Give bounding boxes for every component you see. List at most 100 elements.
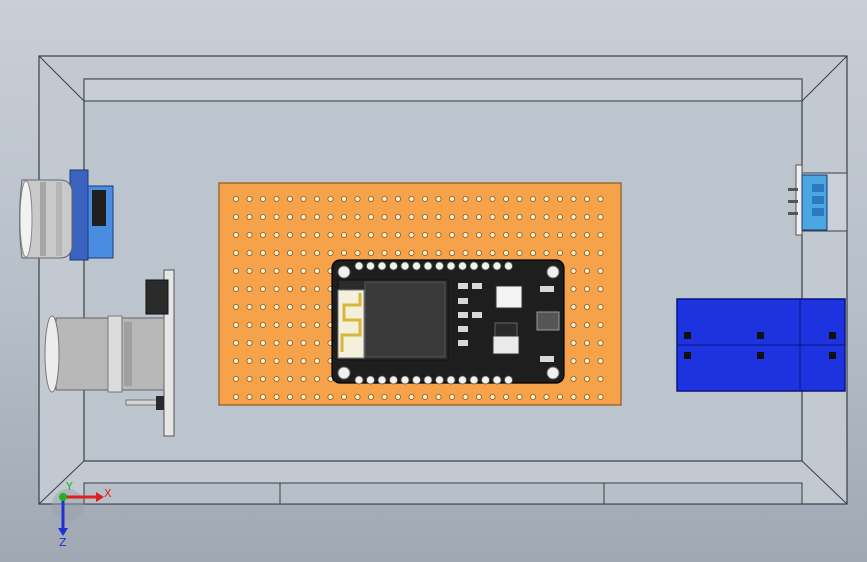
perfboard-hole [597, 231, 604, 238]
perfboard-hole [570, 339, 577, 346]
pcb-antenna-trace [340, 293, 362, 352]
perfboard-hole [246, 303, 253, 310]
perfboard-hole [300, 339, 307, 346]
header-pin [400, 261, 410, 271]
perfboard-hole [367, 393, 374, 400]
perfboard-hole [300, 375, 307, 382]
axis-triad: X Y Z [52, 480, 112, 549]
perfboard-hole [286, 321, 293, 328]
perfboard-hole [448, 213, 455, 220]
header-pin [481, 375, 490, 385]
perfboard-hole [381, 249, 388, 256]
perfboard-hole [300, 303, 307, 310]
perfboard-hole [286, 303, 293, 310]
perfboard-hole [259, 231, 266, 238]
perfboard-hole [475, 195, 482, 202]
perfboard-hole [570, 195, 577, 202]
battery-holder[interactable] [676, 298, 846, 392]
perfboard-hole [448, 393, 455, 400]
gas-sensor[interactable] [19, 169, 114, 261]
perfboard-hole [421, 393, 428, 400]
perfboard-hole [489, 249, 496, 256]
perfboard-hole [232, 321, 239, 328]
perfboard-hole [232, 267, 239, 274]
perfboard-hole [489, 231, 496, 238]
perfboard-hole [408, 195, 415, 202]
perfboard-hole [259, 339, 266, 346]
perfboard-hole [584, 321, 591, 328]
perfboard-hole [354, 249, 361, 256]
perfboard-hole [300, 195, 307, 202]
perfboard-hole [286, 339, 293, 346]
header-pin [446, 375, 456, 385]
header-pin [469, 375, 479, 385]
perfboard-hole [367, 249, 374, 256]
perfboard-hole [597, 303, 604, 310]
perfboard-hole [232, 339, 239, 346]
perfboard-hole [530, 195, 537, 202]
perfboard-hole [313, 195, 320, 202]
perfboard-hole [543, 213, 550, 220]
perfboard-hole [435, 393, 442, 400]
perfboard-hole [313, 393, 320, 400]
perfboard-hole [232, 249, 239, 256]
perfboard-hole [570, 321, 577, 328]
perfboard-hole [557, 393, 564, 400]
perfboard-hole [232, 303, 239, 310]
perfboard-hole [448, 249, 455, 256]
perfboard-hole [286, 249, 293, 256]
perfboard-hole [286, 231, 293, 238]
perfboard-hole [462, 213, 469, 220]
perfboard-hole [584, 231, 591, 238]
perfboard-hole [367, 213, 374, 220]
perfboard-hole [300, 267, 307, 274]
perfboard-hole [246, 267, 253, 274]
perfboard-hole [516, 195, 523, 202]
perfboard-hole [232, 357, 239, 364]
perfboard-hole [273, 375, 280, 382]
perfboard-hole [570, 213, 577, 220]
perfboard-hole [381, 393, 388, 400]
perfboard-hole [232, 375, 239, 382]
perfboard-hole [502, 393, 509, 400]
perfboard-hole [475, 393, 482, 400]
perfboard-hole [421, 195, 428, 202]
perfboard-hole [300, 393, 307, 400]
header-pin [435, 375, 444, 385]
perfboard-hole [597, 375, 604, 382]
perfboard-hole [597, 267, 604, 274]
header-pin [366, 261, 375, 271]
perfboard-hole [300, 249, 307, 256]
perfboard-hole [246, 321, 253, 328]
perfboard-hole [246, 195, 253, 202]
esp-module[interactable] [331, 259, 565, 385]
perfboard-hole [246, 339, 253, 346]
perfboard-hole [408, 393, 415, 400]
perfboard-hole [232, 285, 239, 292]
perfboard-hole [327, 213, 334, 220]
perfboard-hole [597, 285, 604, 292]
usb-port[interactable] [536, 311, 560, 331]
perfboard-hole [462, 195, 469, 202]
perfboard-hole [273, 249, 280, 256]
header-pins [354, 261, 513, 385]
perfboard-hole [489, 393, 496, 400]
perfboard-hole [394, 213, 401, 220]
terminal-block[interactable] [788, 164, 828, 236]
perfboard-hole [286, 357, 293, 364]
header-pin [389, 375, 398, 385]
perfboard-hole [543, 231, 550, 238]
perfboard-hole [300, 357, 307, 364]
header-pin [423, 375, 433, 385]
ultrasonic-sensor[interactable] [44, 269, 175, 437]
perfboard-hole [502, 213, 509, 220]
perfboard-hole [421, 231, 428, 238]
perfboard-hole [421, 213, 428, 220]
perfboard-hole [543, 195, 550, 202]
perfboard-hole [584, 267, 591, 274]
perfboard-hole [421, 249, 428, 256]
perfboard-hole [273, 321, 280, 328]
header-pin [412, 261, 421, 271]
reset-button[interactable] [495, 285, 523, 309]
